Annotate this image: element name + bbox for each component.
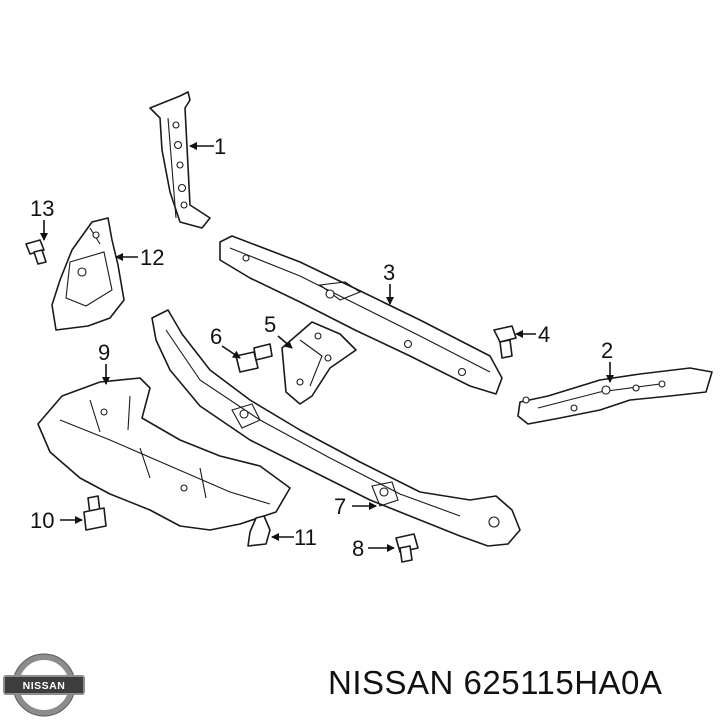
callout-7: 7 [334,494,346,519]
part-7-lower-core-support [151,309,521,547]
part-11-clip [247,515,271,547]
part-5-small-bracket [281,321,357,405]
part-number-caption: NISSAN 625115HA0A [328,664,663,701]
nissan-logo: NISSAN [3,653,85,717]
callout-12: 12 [140,245,164,270]
callout-numbers: 1 2 3 4 5 6 7 8 9 10 11 12 13 [30,134,613,561]
part-12-splash-shield [51,217,125,331]
callout-6: 6 [210,324,222,349]
callout-5: 5 [264,312,276,337]
part-8-bolt [395,533,419,563]
part-2-side-bracket [517,367,713,425]
callout-10: 10 [30,508,54,533]
callout-2: 2 [601,338,613,363]
callout-13: 13 [30,196,54,221]
leader-6 [221,345,241,359]
part-1-support-bracket [149,91,211,229]
leader-5 [277,335,293,349]
part-9-undercover [37,377,291,531]
callout-11: 11 [294,525,317,550]
part-10-bolt [83,495,107,531]
callout-3: 3 [383,260,395,285]
callout-1: 1 [214,134,226,159]
callout-4: 4 [538,322,550,347]
callout-8: 8 [352,536,364,561]
part-13-bolt [25,239,47,265]
logo-band [3,675,85,695]
callout-9: 9 [98,340,110,365]
leader-lines [40,142,614,552]
part-4-bolt [493,325,517,359]
logo-text: NISSAN [23,680,66,692]
part-3-upper-core-support [219,235,503,395]
part-6-bolt [235,343,273,373]
